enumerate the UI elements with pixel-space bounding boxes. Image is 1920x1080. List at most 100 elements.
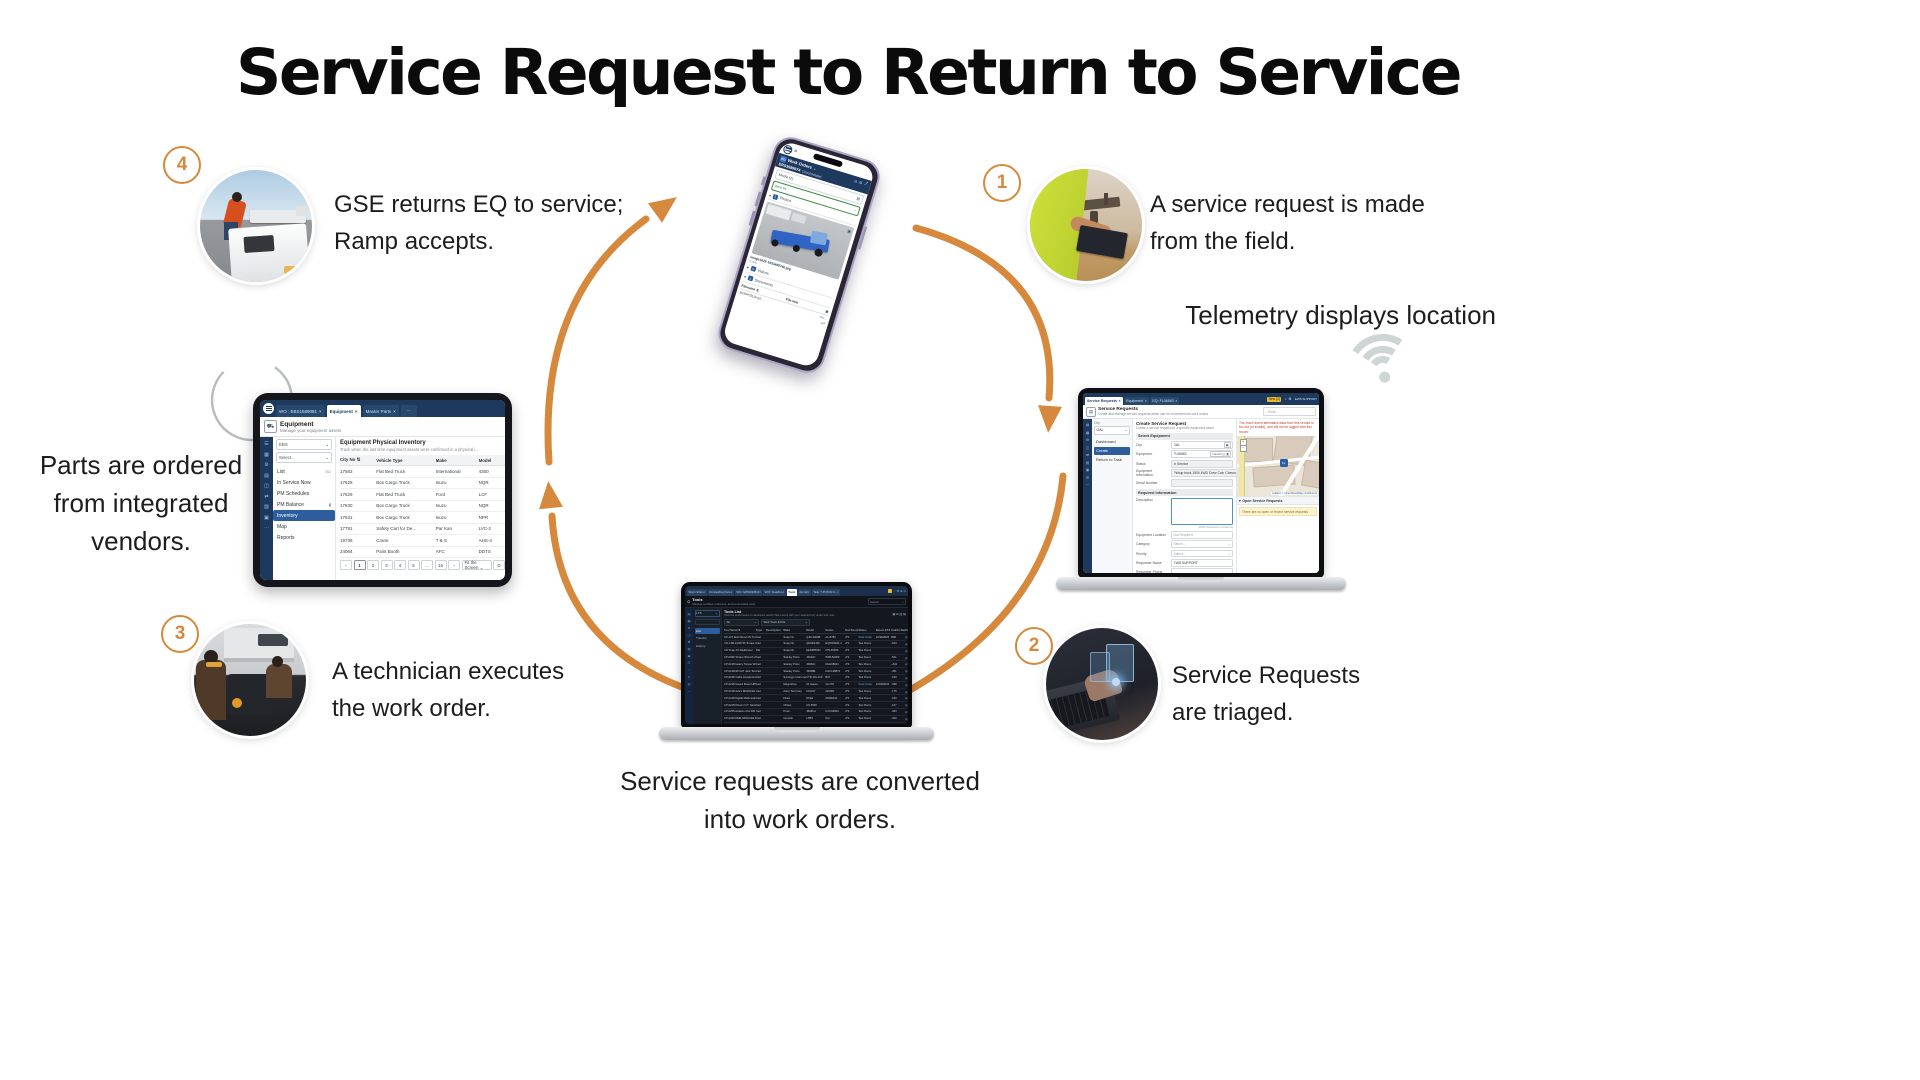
column-header[interactable]: Vehicle Type [376,457,403,463]
sidebar-item-map[interactable]: Map [273,521,335,532]
new-chip[interactable]: New (2) [1267,396,1282,402]
page-button[interactable]: 16 [434,560,447,570]
field-buttons[interactable]: ▣ [1223,442,1231,448]
close-icon[interactable]: × [1144,399,1147,403]
close-icon[interactable]: × [393,408,396,414]
rail-icon[interactable]: ⊙ [687,675,691,679]
rail-icon[interactable]: ⇄ [264,493,269,500]
lb-tab[interactable]: Aircraft × [797,589,811,596]
sidebar-item-pm-balance[interactable]: PM Balance▮ [273,499,335,510]
tools-filters[interactable]: All⌄Web Tools & Kits⌄ [724,618,906,626]
close-icon[interactable]: × [1175,399,1178,403]
sidebar-item-inventory[interactable]: Inventory [273,510,335,521]
map-marker[interactable]: FL [1279,459,1288,468]
sidebar-item-history[interactable]: History [696,643,706,648]
rail-icon[interactable]: ▣ [264,514,269,521]
city-select[interactable]: DAL⌄ [1094,426,1130,435]
rail-icon[interactable]: ◫ [687,633,691,637]
rail-icon[interactable]: ▧ [687,647,691,651]
filter-select[interactable]: All⌄ [724,618,759,626]
lb-tab[interactable]: W/O: ERS0000513 × [734,589,763,596]
table-row[interactable]: CN-CN5-1040736 Torque W...CertSnap-OnQD3… [724,641,908,648]
lb-tab[interactable]: Tools [786,589,797,596]
page-button[interactable]: › [448,560,460,570]
column-header[interactable]: Make [435,457,447,463]
sidebar-item-pm-schedules[interactable]: PM Schedules [273,488,335,499]
header-icon[interactable]: ◷ [853,178,858,184]
rail-icon[interactable]: ⚙ [264,462,269,468]
map[interactable]: FL + − Leaflet | © OpenStreetMap contrib… [1237,436,1319,497]
filter-select[interactable]: Web Tools & Kits⌄ [761,618,810,626]
description-textarea[interactable] [1171,497,1233,525]
column-header[interactable]: Test Room [844,628,859,632]
field-value[interactable]: Pickup truck 1500 4WD Crew Cab; Chevrole… [1171,469,1236,478]
field-value[interactable] [1171,568,1233,573]
sidebar-item-list[interactable]: List [694,627,720,634]
column-header[interactable]: Cal/Air Due [891,628,905,632]
lr-topbar-icons[interactable]: ⌕⚙ [1285,397,1291,401]
column-header[interactable]: Status [858,628,867,632]
rail-icon[interactable]: ⚙ [687,626,691,630]
rail-icon[interactable]: ▧ [264,504,269,510]
tablet-tab[interactable]: WO : EBS1589081× [276,405,325,417]
close-icon[interactable]: × [807,591,810,594]
page-button[interactable]: 3 [380,560,393,570]
rail-icon[interactable]: ◫ [264,483,269,489]
sidebar-item-transfer[interactable]: Transfer [696,636,708,641]
field-buttons[interactable]: Cancel ◱ ◨ [1210,451,1231,458]
column-header[interactable]: Series [825,628,834,632]
sidebar-item-return-to-task[interactable]: Return to Task [1096,457,1122,462]
close-icon[interactable]: × [354,408,358,414]
fit-screen-select[interactable]: Fit the Screen ⌄ [461,560,492,570]
rail-icon[interactable]: ▦ [264,451,269,458]
rail-icon[interactable]: ▥ [687,682,691,686]
field-value[interactable]: Not Required [1171,530,1233,539]
more-tabs-button[interactable]: ⋯ [400,405,417,417]
download-button[interactable]: D [493,560,505,570]
lr-tab[interactable]: Equipment× [1124,397,1149,405]
page-button[interactable]: ‹ [340,560,352,570]
lb-search-box[interactable]: Search⌕ [868,597,906,606]
copy-icon[interactable]: ▤ [856,196,861,202]
chevron-down-icon[interactable]: ⌄ [812,165,817,171]
field-value[interactable]: Select...⌄ [1171,540,1233,549]
sidebar-item-reports[interactable]: Reports [273,532,335,543]
table-row[interactable]: CP-0233 DME MODGSE 15 ...CertGemeloLPB3N… [724,716,908,723]
tablet-tab[interactable]: Equipment× [326,405,361,417]
rail-icon[interactable]: ▦ [687,619,691,623]
lr-tab[interactable]: EQ: FL06563× [1150,397,1180,405]
rail-icon[interactable]: ☰ [687,661,691,665]
close-icon[interactable]: × [836,591,839,594]
lb-tab[interactable]: Task: T-35 BCM 3... × [811,589,840,596]
column-header[interactable]: Type [755,628,763,632]
rail-icon[interactable]: ▦ [1085,430,1090,435]
field-value[interactable] [1171,478,1233,487]
table-row[interactable]: CP-0218 Gauss Meter HPM...CertMagnaFlux2… [724,682,908,689]
page-button[interactable]: ... [421,560,433,570]
zoom-out-button[interactable]: − [1239,445,1247,453]
lr-search-box[interactable]: ⌕ Sorts⌄ [1263,407,1316,416]
rail-icon[interactable]: ⋯ [687,689,691,693]
lb-tab[interactable]: W/O: Stateflow × [763,589,786,596]
column-header[interactable]: Model [806,628,814,632]
column-header[interactable]: Tool Serial ⇅ [724,629,741,633]
panel-select[interactable]: EBS⌄ [276,439,332,450]
user-label[interactable]: EWS SUPPORT [1294,397,1317,401]
field-value[interactable]: EWS SUPPORT [1171,559,1233,567]
close-icon[interactable]: × [782,591,785,594]
topbar-icon[interactable]: ⌕ [1284,397,1287,401]
rail-icon[interactable]: ▣ [687,654,691,658]
rail-icon[interactable]: ◌ [688,668,690,672]
rail-icon[interactable]: ▣ [1085,468,1090,472]
